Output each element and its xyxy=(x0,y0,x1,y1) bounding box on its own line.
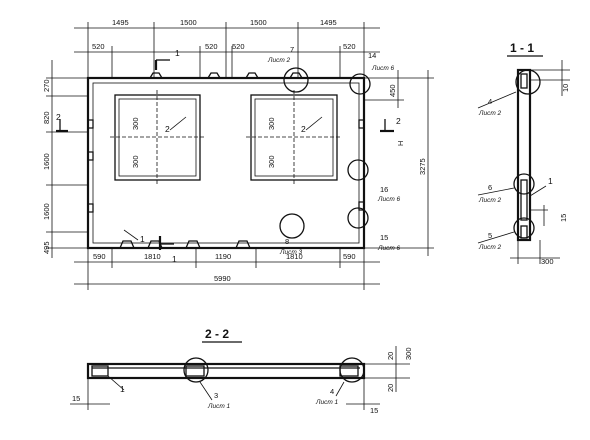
s11-dim-10: 10 xyxy=(561,84,570,92)
top-dim-1: 1495 xyxy=(112,18,129,27)
callout-15-sheet: Лист 6 xyxy=(377,245,401,252)
bottom-dim-1: 590 xyxy=(93,252,106,261)
opening-label-left: 2 xyxy=(165,124,170,134)
embedded-parts xyxy=(88,72,364,249)
s11-item-label: 1 xyxy=(548,176,553,186)
callout-8-sheet: Лист 3 xyxy=(279,249,303,256)
section-2-2-body xyxy=(86,362,366,380)
s11-dim-300: 300 xyxy=(541,257,554,266)
opening-right xyxy=(250,94,338,181)
callout-14-sheet: Лист 6 xyxy=(371,65,395,72)
right-dim-2: 3275 xyxy=(418,158,427,175)
left-dim-2: 820 xyxy=(42,111,51,124)
left-dim-3: 1600 xyxy=(42,153,51,170)
item-label-1: 1 xyxy=(140,234,145,244)
s22-dim-20-bottom: 20 xyxy=(386,384,395,392)
bottom-dimensions: 590 1810 1190 1810 590 5990 xyxy=(74,248,380,290)
s22-callout-3-sheet: Лист 1 xyxy=(207,403,231,410)
s22-dim-15-right: 15 xyxy=(370,406,378,415)
callout-7-num: 7 xyxy=(290,45,294,54)
right-dim-1: 450 xyxy=(388,84,397,97)
s11-dim-15: 15 xyxy=(559,214,568,222)
section-mark-1-bottom: 1 xyxy=(172,254,177,264)
plan-view: 300 300 300 300 2 2 1495 1500 1500 1495 … xyxy=(42,18,434,290)
total-width: 5990 xyxy=(214,274,231,283)
callout-16-num: 16 xyxy=(380,185,388,194)
opening-dim-2: 300 xyxy=(131,155,140,168)
callout-16-sheet: Лист 6 xyxy=(377,196,401,203)
top-sub-dim-2: 520 xyxy=(205,42,218,51)
callout-15-num: 15 xyxy=(380,233,388,242)
bottom-dim-2: 1810 xyxy=(144,252,161,261)
section-mark-2-right: 2 xyxy=(396,116,401,126)
left-dim-4: 1600 xyxy=(42,203,51,220)
bottom-dim-4: 1810 xyxy=(286,252,303,261)
s11-callout-5-num: 5 xyxy=(488,231,492,240)
s22-callout-4-sheet: Лист 1 xyxy=(315,399,339,406)
bottom-dim-5: 590 xyxy=(343,252,356,261)
s11-callout-6-num: 6 xyxy=(488,183,492,192)
callout-14-num: 14 xyxy=(368,51,376,60)
s22-dim-20-top: 20 xyxy=(386,352,395,360)
right-dimensions: 450 3275 Н xyxy=(364,70,434,256)
s11-callout-4-num: 4 xyxy=(488,97,492,106)
left-dim-1: 270 xyxy=(42,79,51,92)
section-2-2-title: 2 - 2 xyxy=(205,327,229,341)
top-dim-3: 1500 xyxy=(250,18,267,27)
section-2-2: 2 - 2 15 15 20 20 300 1 3 Лист 1 4 Лист … xyxy=(70,327,413,415)
left-dimensions: 270 820 1600 1600 495 xyxy=(42,60,88,258)
s11-callout-5-sheet: Лист 2 xyxy=(478,244,502,251)
top-sub-dim-4: 520 xyxy=(343,42,356,51)
top-dim-4: 1495 xyxy=(320,18,337,27)
section-1-1-body xyxy=(516,68,532,242)
s22-callout-4-num: 4 xyxy=(330,387,334,396)
bottom-dim-3: 1190 xyxy=(215,252,231,261)
opening-label-right: 2 xyxy=(301,124,306,134)
panel-outline xyxy=(86,76,366,250)
s22-callout-3-num: 3 xyxy=(214,391,218,400)
top-dim-2: 1500 xyxy=(180,18,197,27)
section-mark-2-left: 2 xyxy=(56,112,61,122)
callout-7-sheet: Лист 2 xyxy=(267,57,291,64)
opening-dim-1: 300 xyxy=(131,117,140,130)
opening-dim-4: 300 xyxy=(267,155,276,168)
section-1-1: 1 - 1 10 15 300 4 Лист 2 6 Лист 2 5 Лист… xyxy=(477,41,570,266)
section-marks: 1 1 2 2 xyxy=(56,48,401,264)
panel-inner-edge xyxy=(92,82,360,244)
left-dim-5: 495 xyxy=(42,241,51,254)
s11-callout-4-sheet: Лист 2 xyxy=(478,110,502,117)
opening-left-inner xyxy=(118,98,197,177)
right-dim-3: Н xyxy=(396,141,405,146)
section-1-1-title: 1 - 1 xyxy=(510,41,534,55)
plan-callouts: 7 Лист 2 14 Лист 6 16 Лист 6 15 Лист 6 8… xyxy=(123,45,401,256)
top-sub-dim-1: 520 xyxy=(92,42,105,51)
s11-callout-6-sheet: Лист 2 xyxy=(478,197,502,204)
section-mark-1-top: 1 xyxy=(175,48,180,58)
s22-dim-15-left: 15 xyxy=(72,394,80,403)
opening-left xyxy=(114,94,201,181)
opening-dim-3: 300 xyxy=(267,117,276,130)
callout-8-num: 8 xyxy=(285,237,289,246)
top-sub-dim-3: 520 xyxy=(232,42,245,51)
s22-dim-300: 300 xyxy=(404,347,413,360)
top-dimensions: 1495 1500 1500 1495 520 520 520 520 xyxy=(74,18,380,78)
